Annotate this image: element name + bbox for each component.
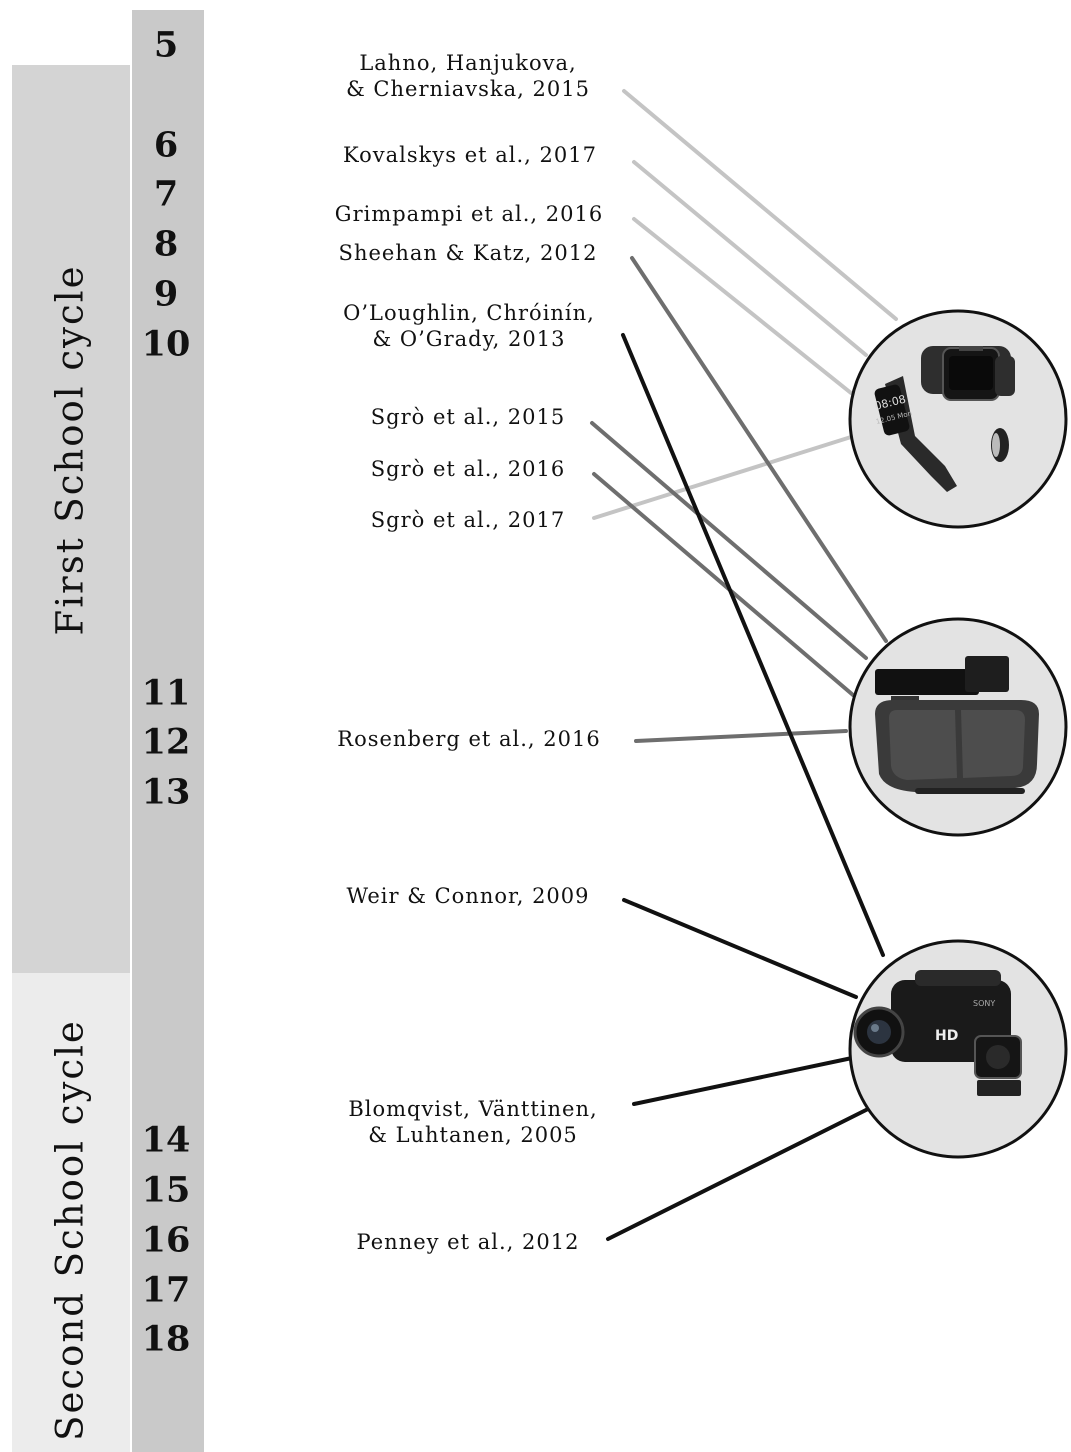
citation-text: Rosenberg et al., 2016 bbox=[337, 727, 601, 751]
hd-badge: HD bbox=[935, 1028, 958, 1044]
age-column bbox=[132, 10, 204, 1452]
citation-text: Lahno, Hanjukova, bbox=[359, 51, 577, 75]
citation-text: Blomqvist, Vänttinen, bbox=[348, 1097, 598, 1121]
action-camera-icon bbox=[974, 1035, 1022, 1096]
connector-line bbox=[630, 256, 888, 643]
citation: Sheehan & Katz, 2012 bbox=[339, 240, 598, 266]
citation-text: Grimpampi et al., 2016 bbox=[334, 202, 604, 226]
age-label: 7 bbox=[153, 173, 179, 215]
second-cycle-band bbox=[12, 973, 130, 1452]
citation-text: Sgrò et al., 2015 bbox=[370, 405, 566, 429]
citation: Penney et al., 2012 bbox=[357, 1229, 580, 1255]
citation: Sgrò et al., 2015 bbox=[371, 404, 565, 430]
citation: Lahno, Hanjukova, & Cherniavska, 2015 bbox=[346, 50, 590, 102]
motion-sensor-icon bbox=[875, 656, 1009, 704]
age-label: 12 bbox=[141, 721, 191, 763]
citation-text: Penney et al., 2012 bbox=[356, 1230, 580, 1254]
age-label: 14 bbox=[141, 1119, 191, 1161]
connector-line bbox=[621, 333, 885, 957]
citation: Weir & Connor, 2009 bbox=[346, 883, 589, 909]
connector-line bbox=[622, 89, 898, 321]
age-label: 13 bbox=[141, 771, 191, 813]
citation-text: Weir & Connor, 2009 bbox=[346, 884, 590, 908]
age-label: 10 bbox=[141, 323, 191, 365]
first-cycle-band bbox=[12, 65, 130, 973]
fitness-band-icon: 08:08 12.05 Mon bbox=[873, 376, 957, 492]
age-label: 16 bbox=[141, 1219, 191, 1261]
connector-line bbox=[632, 217, 853, 395]
age-label: 5 bbox=[153, 24, 179, 66]
connector-line bbox=[632, 160, 868, 357]
motion-gaming-devices-circle bbox=[848, 617, 1068, 837]
age-label: 15 bbox=[141, 1169, 191, 1211]
video-cameras-circle: HD SONY bbox=[848, 939, 1068, 1159]
age-label: 8 bbox=[153, 223, 179, 265]
citation-text: & O’Grady, 2013 bbox=[372, 327, 566, 351]
citation: Grimpampi et al., 2016 bbox=[335, 201, 603, 227]
wearable-devices-circle: 08:08 12.05 Mon bbox=[848, 309, 1068, 529]
age-label: 18 bbox=[141, 1318, 191, 1360]
citation-text: Sheehan & Katz, 2012 bbox=[338, 241, 598, 265]
citation-text: Sgrò et al., 2017 bbox=[370, 508, 566, 532]
connector-line bbox=[606, 1106, 872, 1241]
connector-line bbox=[622, 898, 858, 999]
citation: O’Loughlin, Chróinín, & O’Grady, 2013 bbox=[343, 300, 595, 352]
citation: Blomqvist, Vänttinen, & Luhtanen, 2005 bbox=[348, 1096, 597, 1148]
age-label: 17 bbox=[141, 1269, 191, 1311]
age-label: 11 bbox=[141, 672, 191, 714]
age-label: 6 bbox=[153, 124, 179, 166]
citation-text: & Cherniavska, 2015 bbox=[346, 77, 590, 101]
smart-ring-icon bbox=[991, 428, 1009, 462]
connector-line bbox=[634, 729, 848, 743]
connector-line bbox=[590, 421, 868, 660]
age-label: 9 bbox=[153, 273, 179, 315]
citation-text: & Luhtanen, 2005 bbox=[368, 1123, 578, 1147]
citation: Kovalskys et al., 2017 bbox=[343, 142, 597, 168]
balance-board-icon bbox=[875, 700, 1039, 794]
citation-text: Kovalskys et al., 2017 bbox=[343, 143, 597, 167]
connector-line bbox=[632, 1056, 854, 1106]
citation: Sgrò et al., 2017 bbox=[371, 507, 565, 533]
brand-label: SONY bbox=[973, 999, 995, 1008]
connector-line bbox=[592, 435, 853, 520]
citation: Sgrò et al., 2016 bbox=[371, 456, 565, 482]
smartwatch-icon bbox=[921, 346, 1015, 401]
citation: Rosenberg et al., 2016 bbox=[337, 726, 600, 752]
citation-text: O’Loughlin, Chróinín, bbox=[343, 301, 595, 325]
citation-text: Sgrò et al., 2016 bbox=[370, 457, 566, 481]
connector-line bbox=[592, 472, 855, 697]
